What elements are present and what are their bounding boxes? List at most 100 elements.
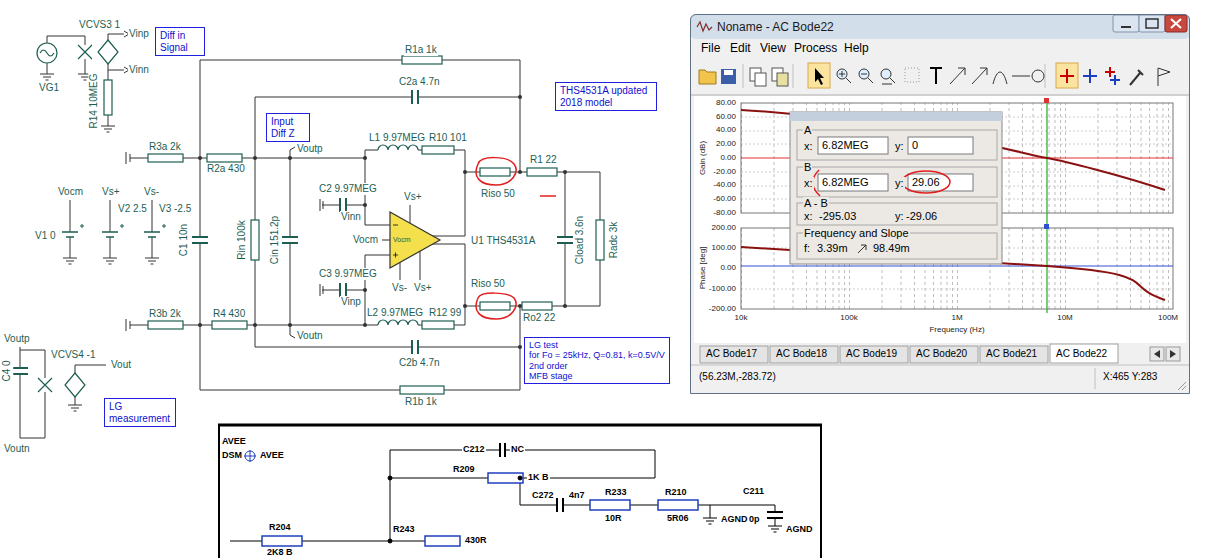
cursor-dialog — [818, 137, 888, 154]
source-symbol — [78, 45, 92, 59]
junction-dot — [463, 304, 467, 308]
ground-symbol — [40, 74, 323, 411]
schematic-label: AVEE — [221, 436, 247, 446]
component-label: R2a 430 — [206, 163, 246, 175]
opamp-symbol — [390, 212, 440, 268]
source-symbol — [65, 373, 85, 397]
tab-label: AC Bode17 — [705, 348, 758, 360]
toolbar-icon — [1105, 67, 1115, 77]
axis-label: 0.00 — [719, 263, 737, 272]
schematic-label: DSM — [221, 450, 243, 460]
toolbar-icon — [1032, 70, 1044, 82]
red-annotation — [476, 293, 516, 319]
status-bar — [1178, 382, 1186, 390]
dialog-label: Frequency and Slope — [803, 227, 910, 240]
resistor-symbol — [207, 154, 242, 162]
resistor-symbol — [422, 146, 454, 154]
status-bar — [691, 365, 1189, 389]
resistor-symbol — [212, 321, 247, 329]
pcb-schematic — [262, 536, 302, 546]
note-box: LG measurement — [104, 398, 176, 427]
note-box: Diff in Signal — [155, 27, 205, 56]
node-text: MFB stage — [529, 371, 573, 381]
toolbar-icon — [755, 73, 766, 86]
node-text: Input Diff Z — [271, 116, 305, 139]
dialog-label: x: — [803, 177, 814, 190]
component-label: R1 22 — [529, 154, 558, 166]
component-label: Vs+ — [101, 186, 121, 198]
component-label: Vinp — [340, 296, 362, 308]
pcb-schematic — [425, 536, 460, 546]
tab-label: AC Bode19 — [845, 348, 898, 360]
pcb-schematic — [230, 450, 775, 541]
note-box: THS4531A updated 2018 model — [555, 82, 657, 111]
axis-label: 0.00 — [719, 153, 737, 162]
schematic-label: R209 — [452, 464, 476, 474]
tab-bar — [770, 346, 838, 363]
schematic-label: R204 — [268, 522, 292, 532]
toolbar-icon — [930, 68, 942, 84]
dialog-label: B — [803, 161, 812, 174]
source-symbol — [98, 40, 118, 64]
pcb-schematic — [244, 450, 256, 462]
component-label: R12 99 — [428, 307, 462, 319]
schematic-label: NC — [510, 444, 525, 454]
bode-plot — [694, 96, 1186, 343]
toolbar-icon — [699, 63, 1170, 88]
axis-label: -40.00 — [712, 180, 737, 189]
source-symbol — [37, 40, 118, 397]
component-label: C2a 4.7n — [398, 76, 441, 88]
capacitor-symbol — [12, 90, 573, 374]
cursor-dialog — [908, 174, 973, 191]
app-window: Noname - AC Bode22 — [690, 14, 1190, 394]
pcb-schematic — [488, 473, 523, 483]
status-text: (56.23M,-283.72) — [698, 371, 777, 383]
ground-symbol — [126, 152, 323, 331]
component-label: Vout — [110, 359, 132, 371]
pin-label: Vocm — [393, 236, 411, 244]
resistor-symbol — [104, 80, 112, 115]
component-label: VCVS3 1 — [78, 19, 121, 31]
toolbar-icon — [1110, 75, 1120, 85]
toolbar-icon — [1130, 70, 1143, 85]
component-label: C4 0 — [1, 359, 13, 382]
status-text: X:465 Y:283 — [1102, 371, 1158, 383]
schematic-label: R233 — [604, 487, 628, 497]
dialog-value: 29.06 — [911, 176, 941, 189]
node-text: Noname - AC Bode22 — [717, 20, 834, 34]
toolbar-icon — [881, 69, 891, 79]
battery-symbol — [62, 224, 166, 237]
dialog-label: 3.39m — [816, 242, 849, 255]
dialog-value: 6.82MEG — [821, 176, 869, 189]
schematic-label: R243 — [392, 524, 416, 534]
resistor-symbol — [104, 56, 604, 394]
component-label: U1 THS4531A — [470, 235, 536, 247]
pcb-schematic — [590, 500, 630, 510]
component-label: Voutp — [3, 333, 31, 345]
tab-bar — [1050, 344, 1118, 363]
dialog-label: A — [803, 124, 812, 137]
toolbar-icon — [1158, 68, 1170, 86]
bode-plot — [1046, 100, 1047, 313]
junction-dot — [288, 323, 292, 327]
junction-dot — [253, 323, 257, 327]
junction-dot — [563, 170, 567, 174]
junction-dot — [288, 156, 292, 160]
component-label: VCVS4 -1 — [50, 349, 96, 361]
component-label: R4 430 — [212, 308, 246, 320]
tab-bar — [980, 346, 1048, 363]
component-label: Vinp — [128, 28, 150, 40]
component-label: Vs+ — [413, 282, 433, 294]
cursor-dialog — [908, 137, 973, 154]
note-box: Input Diff Z — [266, 113, 310, 142]
junction-dot — [363, 288, 367, 292]
component-label: R10 101 — [428, 132, 468, 144]
schematic-label: AVEE — [259, 450, 285, 460]
resistor-symbol — [422, 321, 454, 329]
axis-label: 200.00 — [711, 223, 737, 232]
battery-symbol — [62, 232, 160, 237]
tab-bar — [1154, 350, 1176, 358]
dialog-label: -29.06 — [905, 210, 938, 223]
toolbar-icon — [905, 68, 919, 82]
schematic-label: 4n7 — [568, 490, 586, 500]
